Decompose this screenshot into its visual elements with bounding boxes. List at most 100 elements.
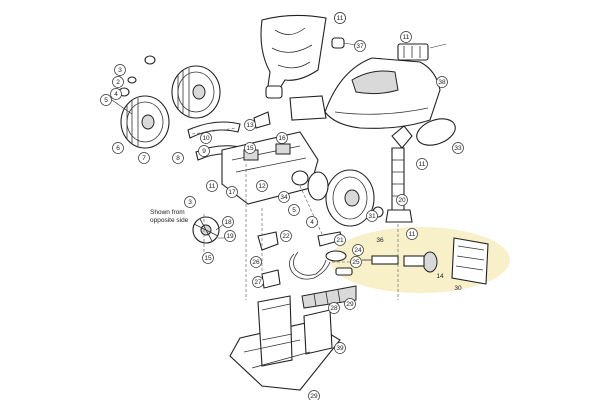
callout-11: 11 (206, 180, 218, 192)
callout-number: 39 (336, 345, 344, 352)
callout-number: 38 (438, 79, 446, 86)
callout-11: 11 (400, 31, 412, 43)
callout-number: 5 (104, 97, 108, 104)
callout-number: 7 (142, 155, 146, 162)
callout-28: 28 (328, 302, 340, 314)
callout-27: 27 (252, 276, 264, 288)
callout-19: 19 (224, 230, 236, 242)
gear-detail (192, 216, 228, 244)
plain-label-14: 14 (436, 273, 444, 280)
callout-29: 29 (344, 298, 356, 310)
callout-number: 29 (346, 301, 354, 308)
plain-label-36: 36 (376, 237, 384, 244)
callout-25: 25 (350, 256, 362, 268)
callout-20: 20 (396, 194, 408, 206)
callout-15: 15 (244, 142, 256, 154)
callout-number: 34 (280, 194, 288, 201)
callout-number: 2 (116, 79, 120, 86)
debris-bag (260, 14, 327, 99)
callout-10: 10 (200, 132, 212, 144)
callout-12: 12 (256, 180, 268, 192)
callout-number: 3 (118, 67, 122, 74)
callout-number: 15 (204, 255, 212, 262)
callout-17: 17 (226, 186, 238, 198)
callout-number: 11 (403, 34, 410, 41)
callout-number: 29 (310, 393, 318, 400)
callout-33: 33 (452, 142, 464, 154)
callout-7: 7 (138, 152, 150, 164)
callout-number: 24 (354, 247, 362, 254)
callout-13: 13 (244, 119, 256, 131)
side-wheel (307, 169, 384, 227)
callout-number: 12 (258, 183, 266, 190)
callout-number: 33 (454, 145, 462, 152)
feed-hose (385, 125, 413, 223)
float (416, 118, 456, 146)
callout-number: 18 (224, 219, 232, 226)
callout-number: 11 (337, 15, 344, 22)
callout-number: 16 (278, 135, 286, 142)
callout-number: 20 (398, 197, 406, 204)
callout-24: 24 (352, 244, 364, 256)
callout-11: 11 (416, 158, 428, 170)
callout-15: 15 (202, 252, 214, 264)
callout-22: 22 (280, 230, 292, 242)
view-note-line-1: Shown from (150, 209, 185, 216)
callout-31: 31 (366, 210, 378, 222)
callout-3: 3 (184, 196, 196, 208)
callout-number: 19 (226, 233, 234, 240)
callout-number: 8 (176, 155, 180, 162)
callout-number: 31 (368, 213, 376, 220)
callout-18: 18 (222, 216, 234, 228)
callout-number: 28 (330, 305, 338, 312)
callout-number: 11 (419, 161, 426, 168)
callout-16: 16 (276, 132, 288, 144)
callout-layer: 1371138324567891011121315161711333452011… (100, 12, 464, 400)
sweep-tail (301, 285, 357, 309)
callout-number: 21 (336, 237, 344, 244)
callout-number: 22 (282, 233, 290, 240)
callout-11: 11 (406, 228, 418, 240)
view-note-line-2: opposite side (150, 217, 189, 224)
callout-11: 11 (334, 12, 346, 24)
callout-number: 9 (202, 148, 206, 155)
callout-number: 26 (252, 259, 260, 266)
callout-8: 8 (172, 152, 184, 164)
callout-9: 9 (198, 145, 210, 157)
callout-21: 21 (334, 234, 346, 246)
callout-6: 6 (112, 142, 124, 154)
callout-number: 13 (246, 122, 254, 129)
callout-4: 4 (306, 216, 318, 228)
callout-number: 10 (202, 135, 210, 142)
top-housing (324, 43, 447, 129)
callout-number: 11 (409, 231, 416, 238)
callout-2: 2 (112, 76, 124, 88)
internal-hoses (261, 250, 353, 289)
callout-5: 5 (100, 94, 112, 106)
callout-number: 37 (356, 43, 364, 50)
inline-filter (362, 237, 489, 285)
callout-number: 15 (246, 145, 254, 152)
callout-3: 3 (114, 64, 126, 76)
callout-39: 39 (334, 342, 346, 354)
callout-37: 37 (354, 40, 366, 52)
callout-number: 4 (114, 91, 118, 98)
wheel-assembly (111, 55, 221, 149)
callout-number: 3 (188, 199, 192, 206)
callout-34: 34 (278, 191, 290, 203)
callout-5: 5 (288, 204, 300, 216)
callout-26: 26 (250, 256, 262, 268)
callout-29: 29 (308, 390, 320, 400)
clips (257, 231, 343, 251)
callout-number: 27 (254, 279, 262, 286)
callout-number: 17 (228, 189, 236, 196)
callout-number: 11 (209, 183, 216, 190)
callout-number: 25 (352, 259, 360, 266)
callout-number: 4 (310, 219, 314, 226)
sweep-hose-cap (331, 37, 357, 49)
bottom-housing (229, 295, 341, 391)
callout-38: 38 (436, 76, 448, 88)
callout-4: 4 (110, 88, 122, 100)
callout-number: 6 (116, 145, 120, 152)
